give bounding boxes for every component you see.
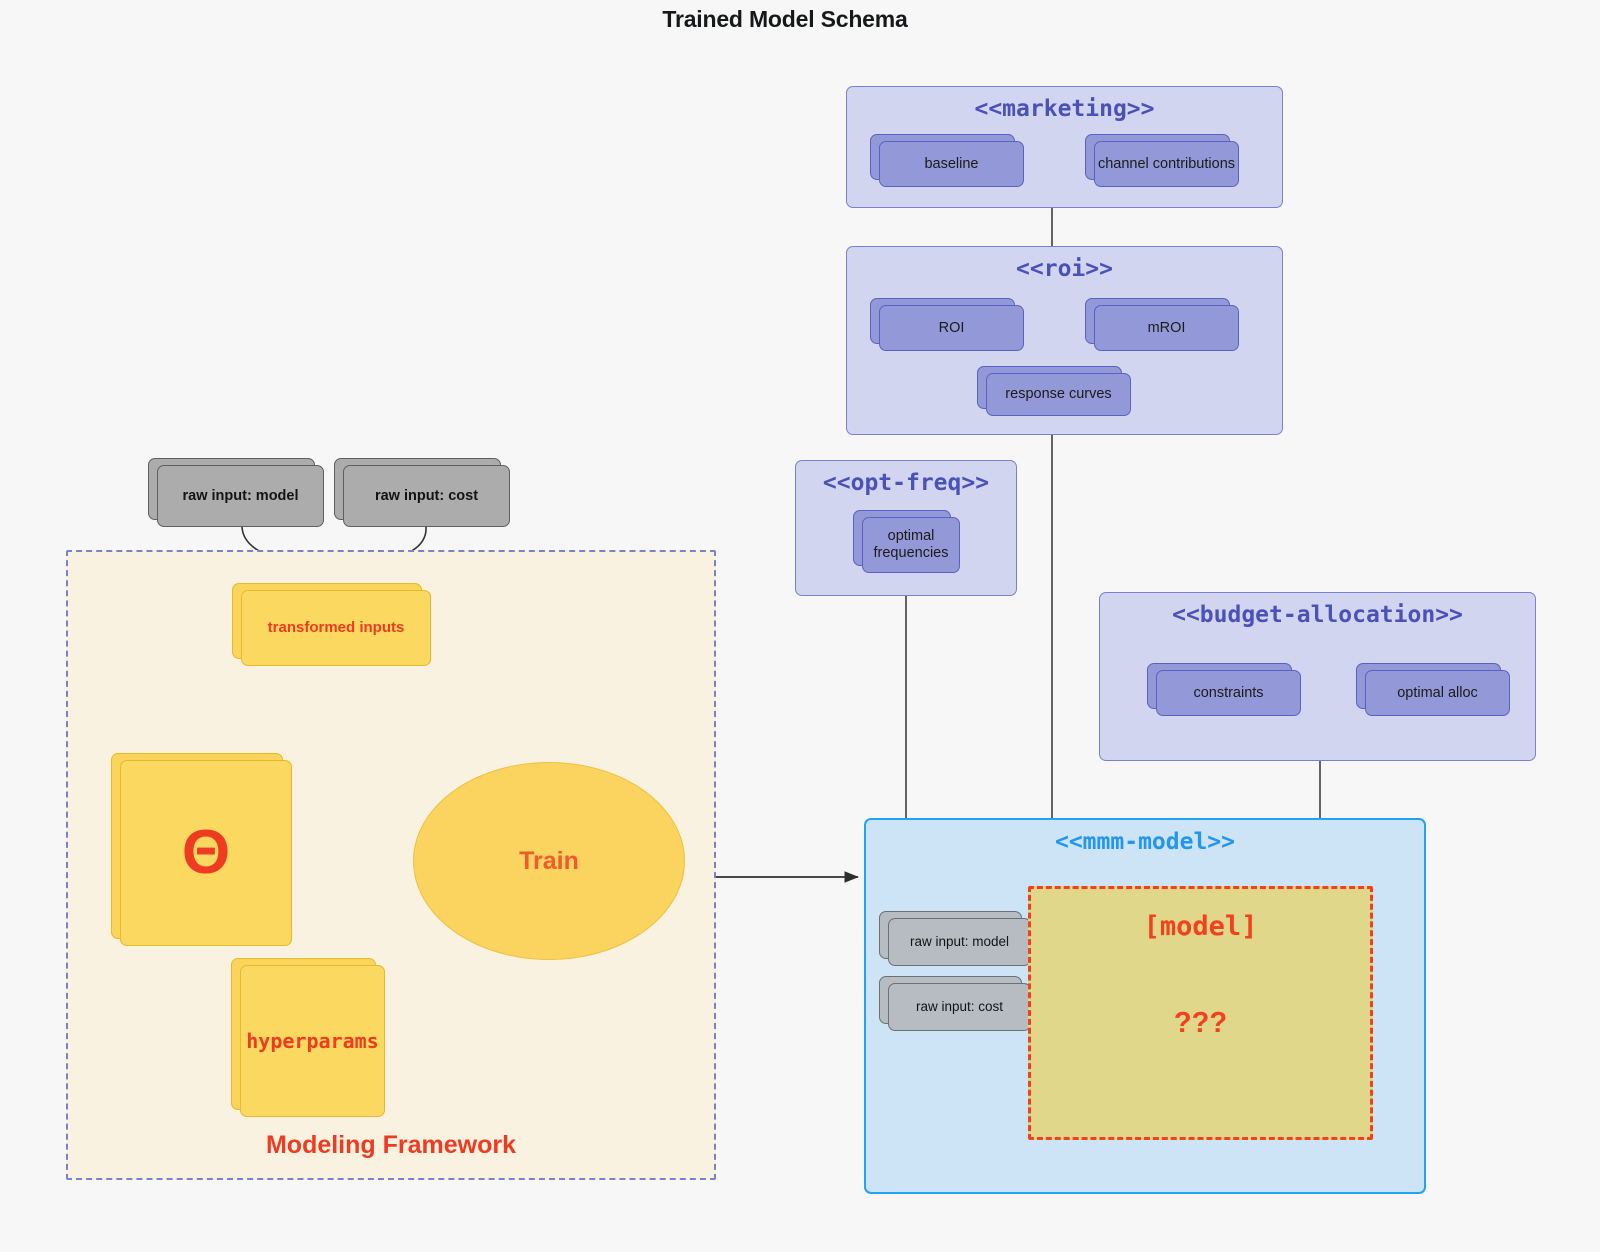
model-placeholder-title: [model]: [1143, 911, 1258, 942]
node-theta-label: Θ: [120, 760, 292, 946]
node-hyperparams-label: hyperparams: [240, 965, 385, 1117]
node-mmm-raw-input-cost[interactable]: raw input: cost: [879, 976, 1031, 1031]
package-budget-allocation[interactable]: <<budget-allocation>> constraints optima…: [1099, 592, 1536, 761]
node-baseline-label: baseline: [879, 141, 1024, 187]
package-roi[interactable]: <<roi>> ROI mROI response curves: [846, 246, 1283, 435]
node-optimal-alloc-label: optimal alloc: [1365, 670, 1510, 716]
node-roi[interactable]: ROI: [870, 298, 1024, 351]
package-opt-freq[interactable]: <<opt-freq>> optimal frequencies: [795, 460, 1017, 596]
node-transformed-inputs-label: transformed inputs: [241, 590, 431, 666]
node-transformed-inputs[interactable]: transformed inputs: [232, 583, 431, 666]
node-roi-label: ROI: [879, 305, 1024, 351]
process-train-label: Train: [519, 846, 579, 875]
node-raw-input-model[interactable]: raw input: model: [148, 458, 324, 527]
package-mmm-model-title: <<mmm-model>>: [1054, 829, 1235, 855]
package-budget-allocation-title: <<budget-allocation>>: [1172, 602, 1463, 628]
node-raw-input-cost-label: raw input: cost: [343, 465, 510, 527]
node-constraints[interactable]: constraints: [1147, 663, 1301, 716]
node-channel-contributions-label: channel contributions: [1094, 141, 1239, 187]
node-optimal-frequencies-label: optimal frequencies: [862, 517, 960, 573]
node-hyperparams[interactable]: hyperparams: [231, 958, 385, 1117]
node-raw-input-cost[interactable]: raw input: cost: [334, 458, 510, 527]
process-train[interactable]: Train: [413, 762, 685, 960]
node-response-curves[interactable]: response curves: [977, 366, 1131, 416]
package-marketing-title: <<marketing>>: [974, 96, 1155, 122]
node-theta[interactable]: Θ: [111, 753, 292, 946]
modeling-framework-label: Modeling Framework: [265, 1131, 517, 1159]
node-mmm-raw-input-cost-label: raw input: cost: [888, 983, 1031, 1031]
node-raw-input-model-label: raw input: model: [157, 465, 324, 527]
model-placeholder-question: ???: [1173, 1007, 1228, 1039]
node-mroi[interactable]: mROI: [1085, 298, 1239, 351]
node-channel-contributions[interactable]: channel contributions: [1085, 134, 1239, 187]
node-optimal-alloc[interactable]: optimal alloc: [1356, 663, 1510, 716]
node-baseline[interactable]: baseline: [870, 134, 1024, 187]
package-roi-title: <<roi>>: [1016, 256, 1113, 282]
node-mroi-label: mROI: [1094, 305, 1239, 351]
node-optimal-frequencies[interactable]: optimal frequencies: [853, 510, 960, 573]
package-mmm-model[interactable]: <<mmm-model>> raw input: model raw input…: [864, 818, 1426, 1194]
model-placeholder[interactable]: [model] ???: [1028, 886, 1373, 1140]
package-marketing[interactable]: <<marketing>> baseline channel contribut…: [846, 86, 1283, 208]
node-constraints-label: constraints: [1156, 670, 1301, 716]
node-response-curves-label: response curves: [986, 373, 1131, 416]
node-mmm-raw-input-model[interactable]: raw input: model: [879, 911, 1031, 966]
node-mmm-raw-input-model-label: raw input: model: [888, 918, 1031, 966]
package-opt-freq-title: <<opt-freq>>: [822, 470, 990, 496]
page-title: Trained Model Schema: [662, 6, 908, 32]
